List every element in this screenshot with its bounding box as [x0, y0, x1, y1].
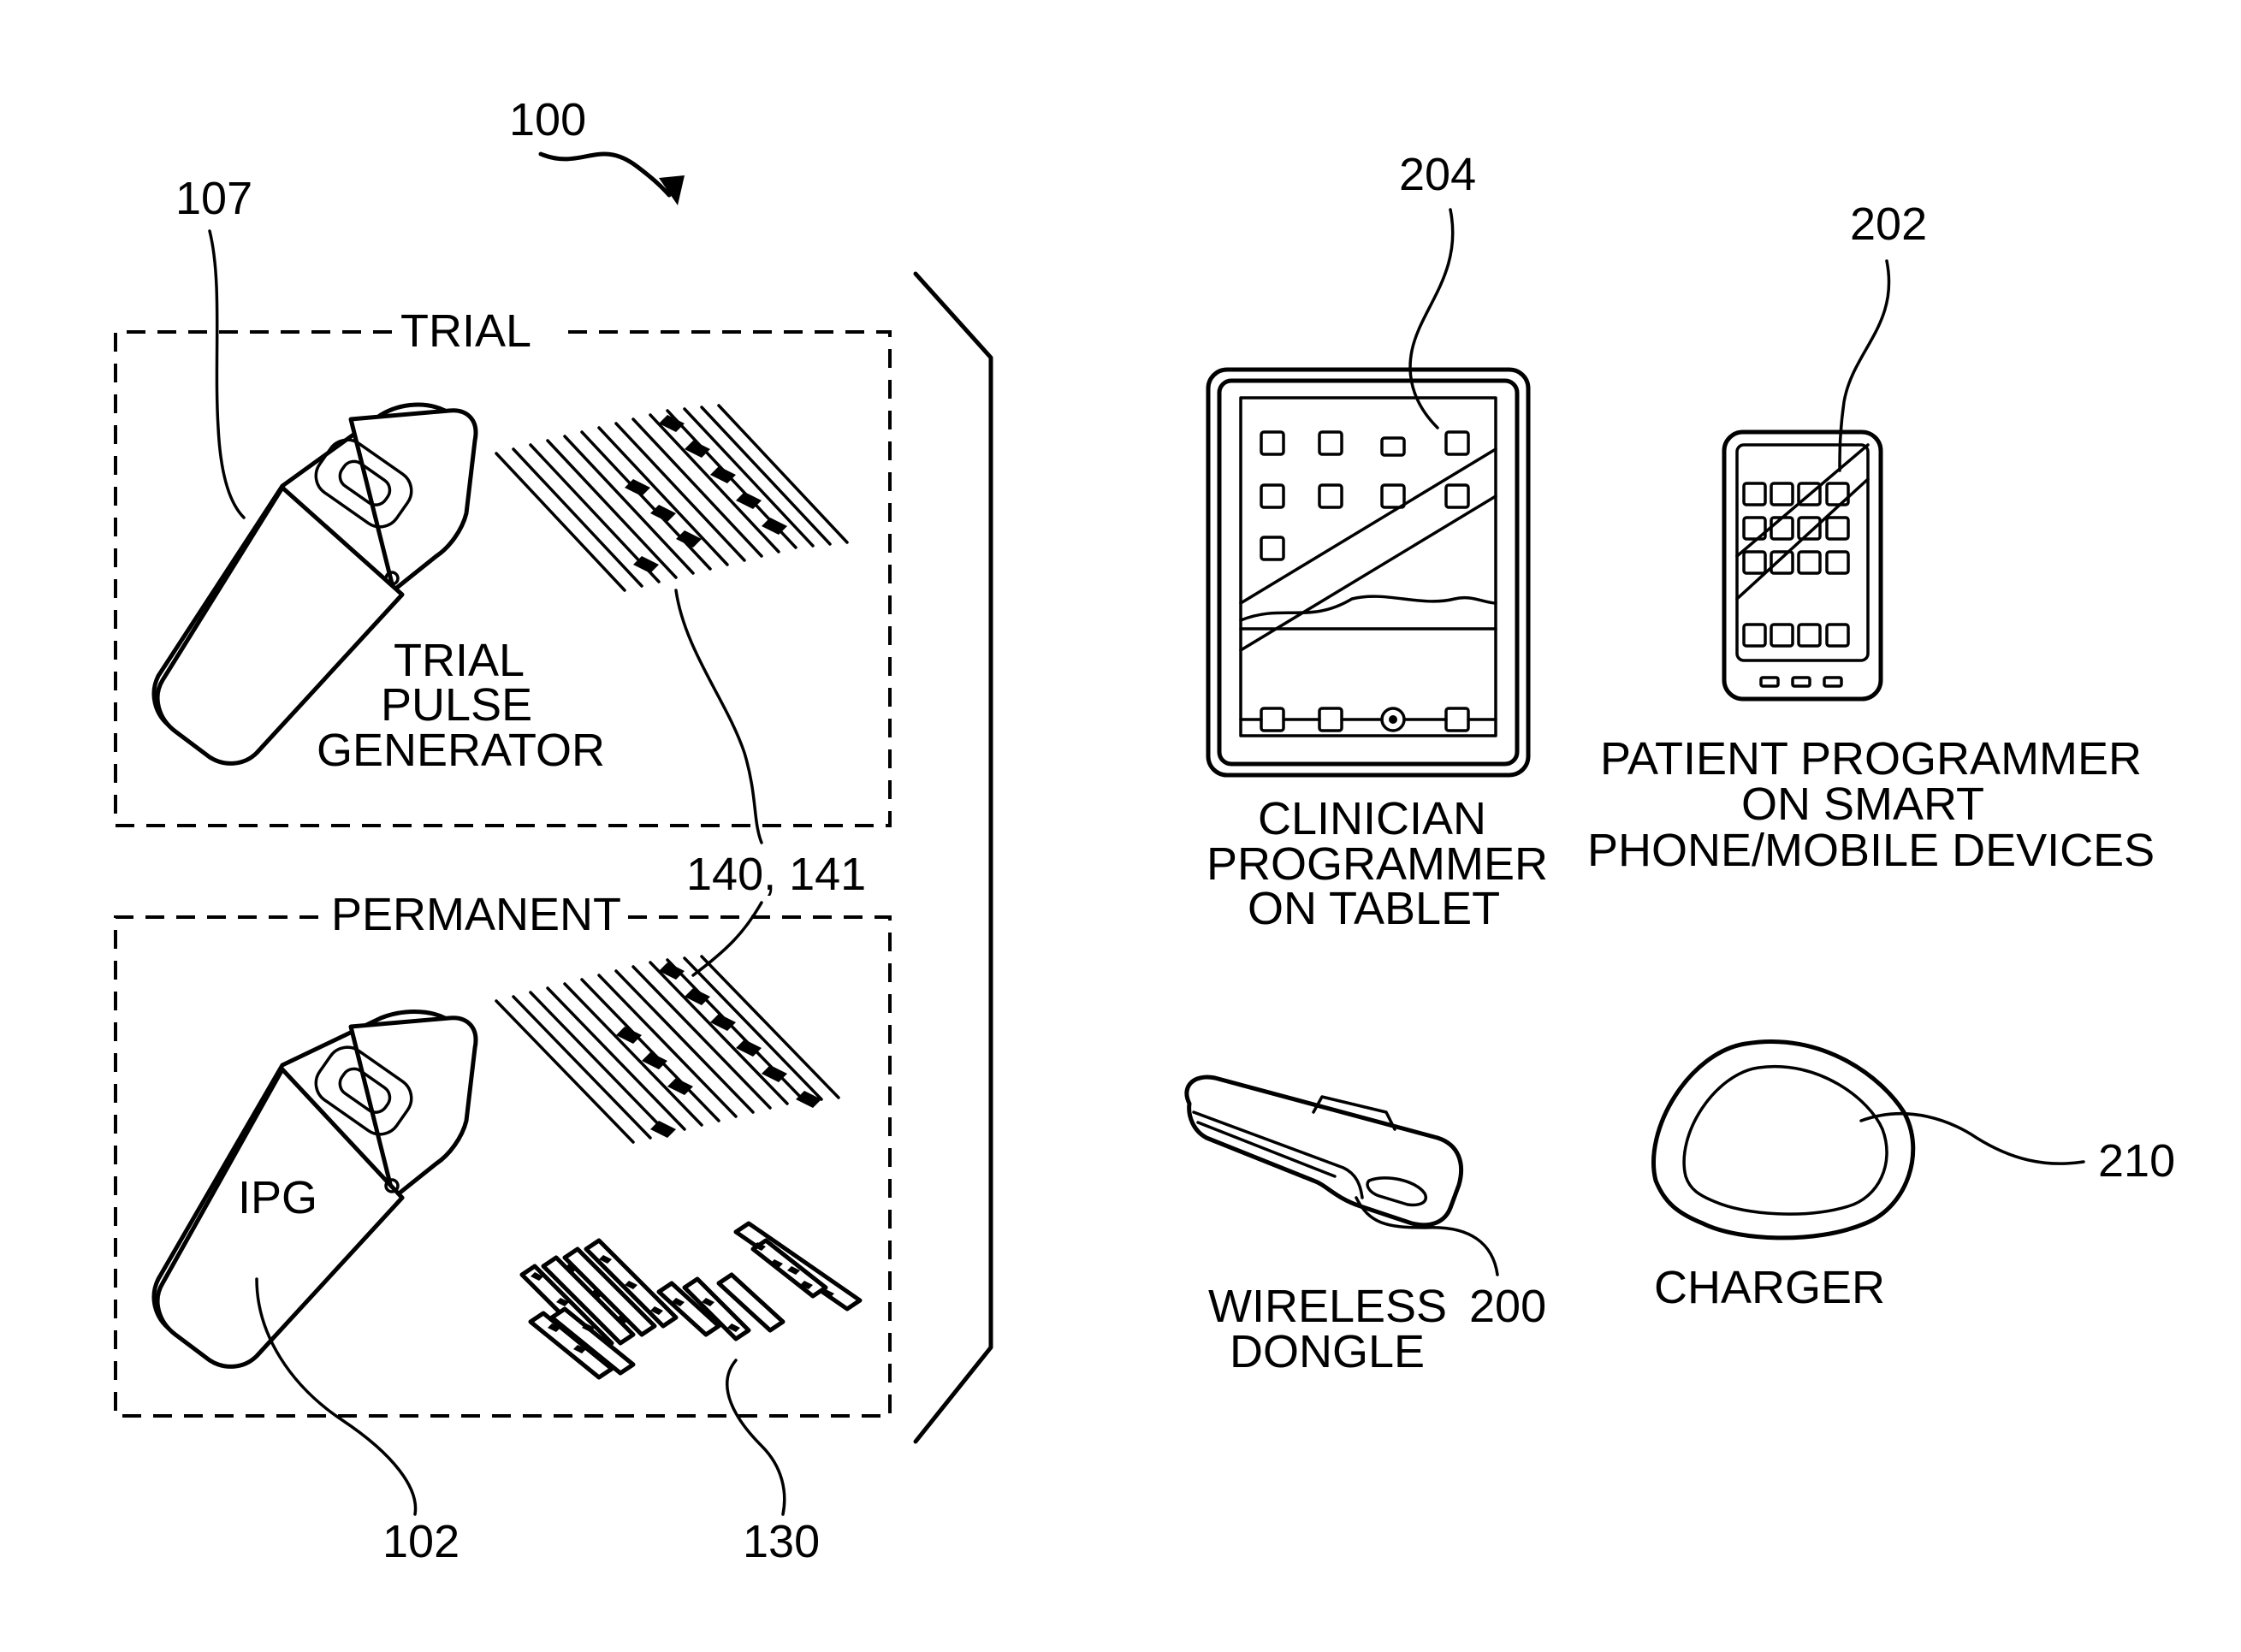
tablet-screen: [1241, 398, 1496, 736]
clinician-label-line-3: ON TABLET: [1248, 883, 1500, 934]
leader-140-trial: [676, 590, 762, 843]
arrow-100: [541, 154, 669, 195]
ref-107: 107: [175, 173, 252, 224]
paddle-leads: [522, 1223, 860, 1377]
trial-title: TRIAL: [400, 305, 531, 357]
charger: [1654, 1041, 1913, 1237]
ipg-device: IPG: [154, 1012, 476, 1367]
clinician-label-line-2: PROGRAMMER: [1206, 838, 1548, 890]
trial-label-line-3: GENERATOR: [317, 725, 605, 776]
trial-label-line-2: PULSE: [381, 679, 532, 731]
ref-210: 210: [2098, 1135, 2175, 1187]
clinician-tablet: [1208, 370, 1528, 775]
patient-label-line-3: PHONE/MOBILE DEVICES: [1587, 825, 2155, 876]
ipg-label: IPG: [238, 1172, 317, 1223]
dongle-label-line-2: DONGLE: [1230, 1326, 1425, 1377]
leader-204: [1410, 210, 1453, 428]
ref-202: 202: [1850, 198, 1927, 250]
charger-label: CHARGER: [1654, 1262, 1885, 1313]
bracket: [916, 274, 991, 1442]
ref-130: 130: [743, 1516, 820, 1567]
trial-leads: [496, 406, 847, 590]
clinician-label-line-1: CLINICIAN: [1258, 793, 1486, 844]
ref-140-141: 140, 141: [686, 849, 866, 900]
ref-200: 200: [1469, 1281, 1546, 1332]
permanent-title: PERMANENT: [331, 889, 621, 940]
wireless-dongle: [1187, 1077, 1461, 1225]
leader-202: [1840, 261, 1889, 471]
trial-label-line-1: TRIAL: [394, 635, 525, 686]
patient-label-line-2: ON SMART: [1741, 779, 1984, 830]
permanent-leads: [496, 956, 839, 1142]
patient-phone: [1724, 432, 1881, 699]
ref-102: 102: [382, 1516, 459, 1567]
ref-204: 204: [1399, 149, 1476, 200]
leader-107: [210, 231, 244, 518]
leader-140-permanent: [693, 903, 762, 975]
dongle-label-line-1: WIRELESS: [1208, 1281, 1447, 1332]
ref-100: 100: [509, 94, 586, 145]
leader-130: [727, 1360, 785, 1514]
patient-label-line-1: PATIENT PROGRAMMER: [1600, 733, 2142, 785]
